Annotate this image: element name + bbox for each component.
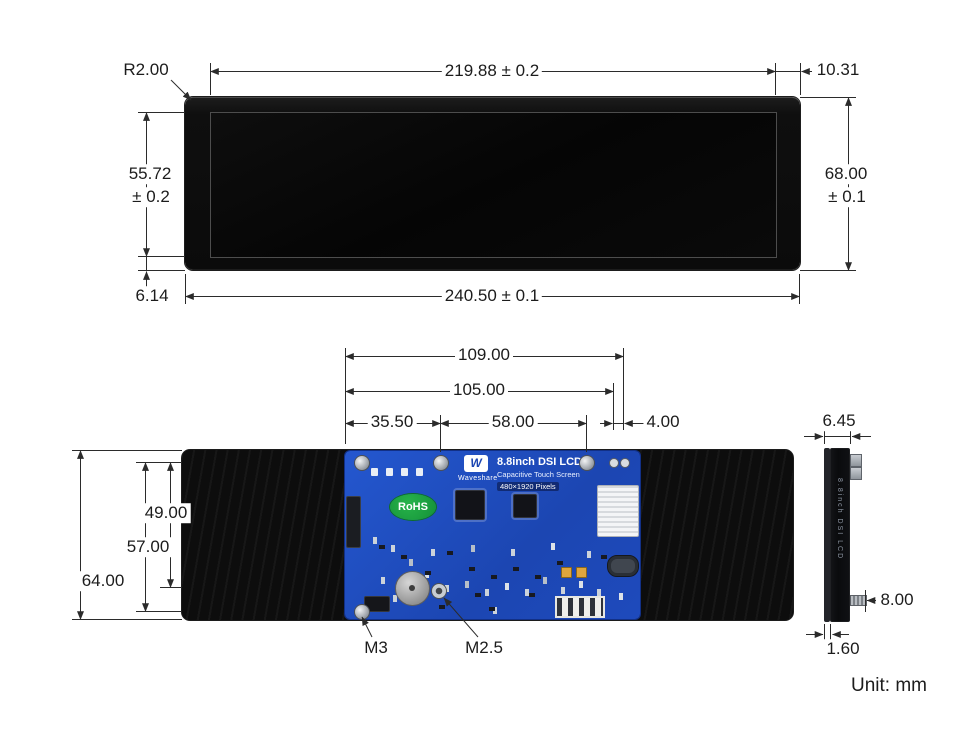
dim-105: 105.00 [450, 380, 508, 400]
usb-c-port [607, 555, 639, 577]
fpc-connector [597, 485, 639, 537]
solder-pad [561, 567, 572, 578]
driver-pcb: W Waveshare 8.8inch DSI LCD Capacitive T… [345, 451, 640, 620]
dim-overall-height-tol: ± 0.1 [825, 187, 869, 207]
dim-overall-height: 68.00 [821, 164, 871, 184]
dim-active-width: 219.88 ± 0.2 [441, 61, 543, 81]
rohs-badge: RoHS [390, 494, 436, 520]
smd-components-silver [373, 537, 377, 544]
dim-active-height-tol: ± 0.2 [129, 187, 173, 207]
dim-glass-thickness: 1.60 [823, 639, 863, 659]
jst-connector [555, 596, 605, 618]
dim-35-5: 35.50 [367, 412, 417, 432]
dim-active-height: 55.72 [125, 164, 175, 184]
side-connector [850, 467, 862, 480]
screw-hole [579, 455, 595, 471]
lcd-active-area [210, 112, 777, 258]
dim-109: 109.00 [455, 345, 513, 365]
screw-hole [433, 455, 449, 471]
dim-side-width: 6.45 [819, 411, 859, 431]
buzzer [395, 571, 430, 606]
dim-57: 57.00 [123, 537, 173, 557]
chip [513, 494, 537, 518]
silkscreen-icons [371, 468, 378, 476]
pcb-resolution: 480×1920 Pixels [497, 482, 559, 491]
dsi-connector [346, 496, 361, 548]
unit-label: Unit: mm [848, 675, 930, 697]
side-screw-pin [850, 595, 867, 606]
dim-pin-length: 8.00 [877, 590, 917, 610]
smd-components-dark [379, 545, 385, 549]
dim-58: 58.00 [488, 412, 538, 432]
screw-hole [354, 455, 370, 471]
dim-corner-radius: R2.00 [120, 60, 172, 80]
label-m2-5: M2.5 [462, 638, 506, 658]
screw-hole-m3 [354, 604, 370, 620]
label-m3: M3 [361, 638, 391, 658]
dim-right-margin: 10.31 [813, 60, 863, 80]
waveshare-logo-icon: W [464, 455, 488, 472]
lcd-front-view [185, 97, 800, 270]
dim-49: 49.00 [141, 503, 191, 523]
pcb-subtitle: Capacitive Touch Screen [497, 470, 580, 479]
side-view-print: 8.8inch DSI LCD [836, 478, 843, 561]
brand-text: Waveshare [458, 475, 498, 482]
standoff-m2-5 [431, 583, 447, 599]
dim-overall-width: 240.50 ± 0.1 [441, 286, 543, 306]
chip [455, 490, 485, 520]
solder-pad [576, 567, 587, 578]
mount-hole [609, 458, 619, 468]
pcb-title: 8.8inch DSI LCD [497, 456, 582, 468]
side-connector [850, 454, 862, 467]
side-view-body [830, 448, 850, 622]
dim-bottom-margin: 6.14 [132, 286, 172, 306]
dim-4: 4.00 [643, 412, 683, 432]
dim-64: 64.00 [78, 571, 128, 591]
mount-hole [620, 458, 630, 468]
side-view-glass [824, 448, 830, 622]
